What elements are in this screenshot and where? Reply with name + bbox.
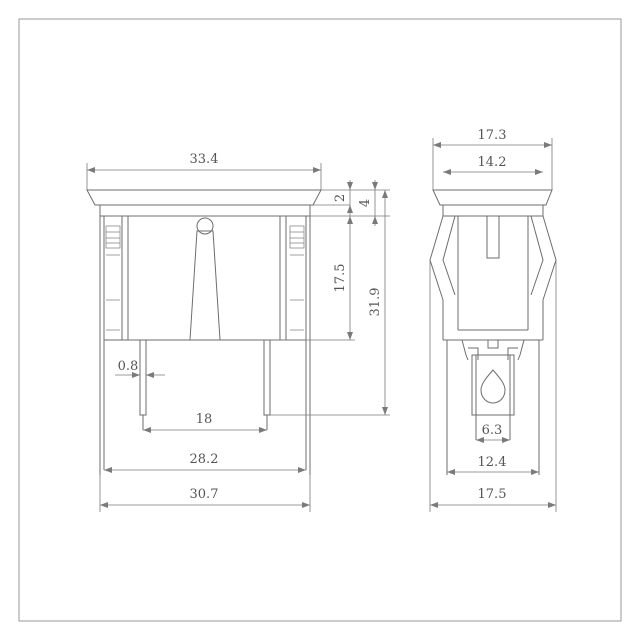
dim-body-width: 28.2 bbox=[190, 452, 219, 467]
front-view bbox=[86, 189, 322, 475]
dim-outer-width: 30.7 bbox=[190, 487, 219, 502]
dim-body-height: 17.5 bbox=[333, 264, 348, 293]
dim-side-inner-width: 14.2 bbox=[478, 155, 507, 170]
dim-side-body-width: 12.4 bbox=[478, 455, 507, 470]
dim-side-outer-width: 17.5 bbox=[478, 487, 507, 502]
dim-terminal-thickness: 0.8 bbox=[118, 359, 139, 374]
dim-top-width: 33.4 bbox=[190, 152, 219, 167]
dim-side-terminal-width: 6.3 bbox=[482, 423, 503, 438]
front-dimensions bbox=[86, 163, 390, 512]
side-dimensions bbox=[429, 138, 557, 512]
dim-side-top-width: 17.3 bbox=[478, 128, 507, 143]
dim-overall-height: 31.9 bbox=[368, 288, 383, 317]
dim-terminal-spacing: 18 bbox=[196, 412, 213, 427]
drawing-frame bbox=[18, 18, 622, 622]
dim-top-overall: 4 bbox=[358, 199, 373, 207]
dim-top-flange: 2 bbox=[333, 194, 348, 202]
